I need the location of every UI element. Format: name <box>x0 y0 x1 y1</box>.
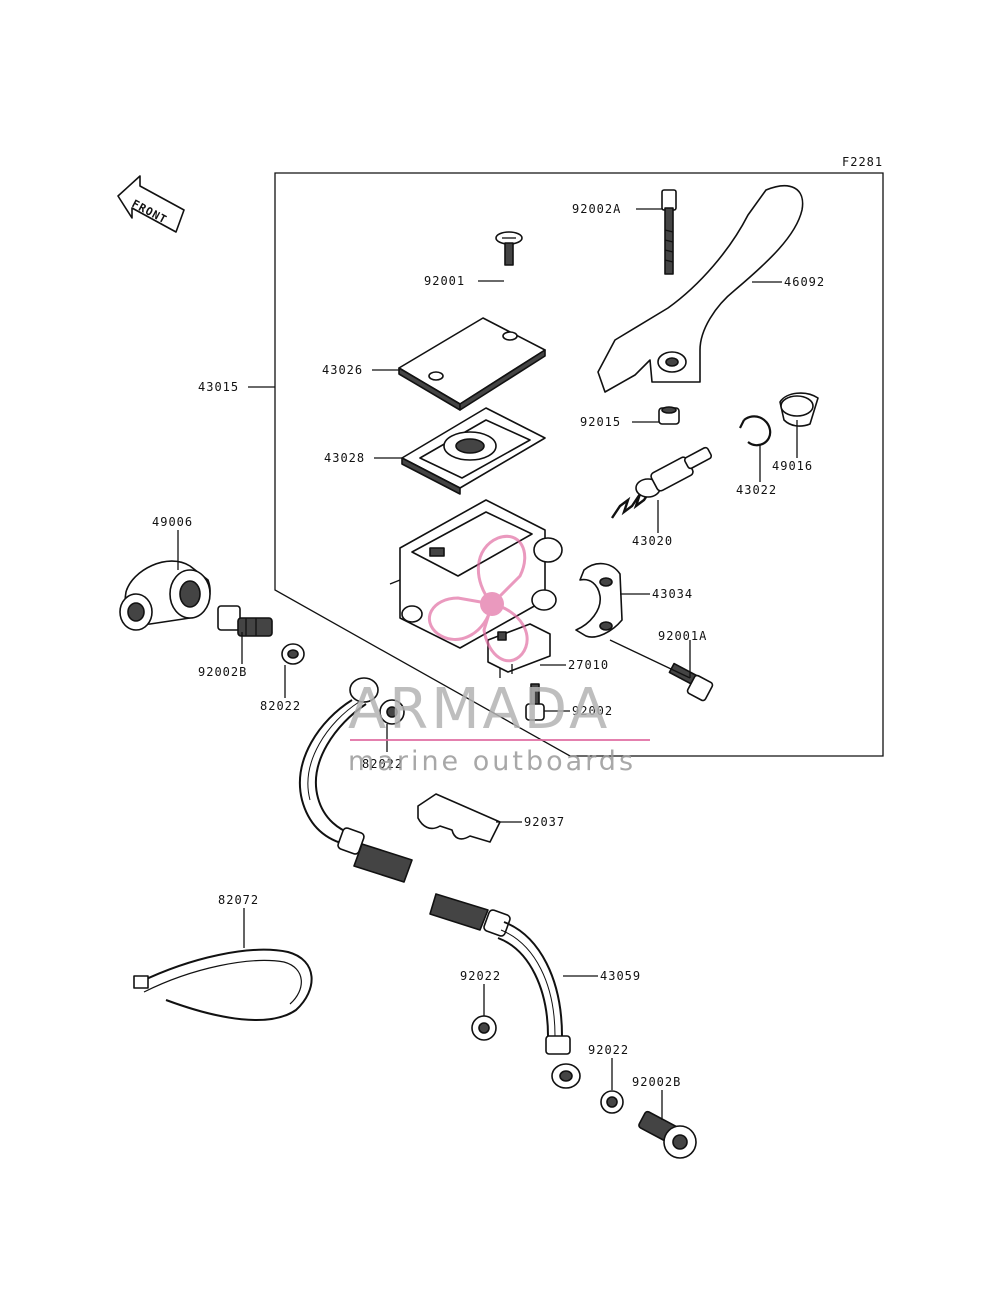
watermark-title: ARMADA <box>348 677 610 742</box>
washer-82022-mid-icon <box>379 699 405 725</box>
banjo-bolt-92002b-top-icon <box>217 605 273 637</box>
reservoir-cap-43026-icon <box>398 317 546 411</box>
boot-49016-icon <box>779 392 819 427</box>
label-49016: 49016 <box>772 459 813 473</box>
bleed-screw-92002-icon <box>525 683 545 721</box>
clamp-43034-icon <box>575 562 623 638</box>
label-92002a: 92002A <box>572 202 621 216</box>
label-82022-left: 82022 <box>260 699 301 713</box>
screw-92001-icon <box>495 231 523 266</box>
switch-27010-icon <box>487 623 551 678</box>
front-arrow-icon: FRONT <box>117 175 185 233</box>
label-43034: 43034 <box>652 587 693 601</box>
label-27010: 27010 <box>568 658 609 672</box>
label-92015: 92015 <box>580 415 621 429</box>
hose-clip-92037-icon <box>417 793 501 843</box>
brake-lever-46092-icon <box>597 185 804 393</box>
label-46092: 46092 <box>784 275 825 289</box>
assembly-frame <box>274 172 884 757</box>
label-43022: 43022 <box>736 483 777 497</box>
label-82072: 82072 <box>218 893 259 907</box>
washer-92022-right-icon <box>600 1090 624 1114</box>
cap-49006-icon <box>119 560 211 631</box>
label-92002b-top: 92002B <box>198 665 247 679</box>
circlip-43022-icon <box>739 415 772 447</box>
nut-92015-icon <box>658 406 680 425</box>
label-92022-left: 92022 <box>460 969 501 983</box>
label-92002b-bottom: 92002B <box>632 1075 681 1089</box>
master-cylinder-body-icon <box>389 499 563 649</box>
bolt-92001a-icon <box>668 662 714 702</box>
diaphragm-43028-icon <box>401 407 546 495</box>
label-82022-mid: 82022 <box>362 757 403 771</box>
washer-82022-left-icon <box>281 643 305 665</box>
bolt-92002a-icon <box>661 189 677 275</box>
label-49006: 49006 <box>152 515 193 529</box>
label-43028: 43028 <box>324 451 365 465</box>
label-43020: 43020 <box>632 534 673 548</box>
label-92001: 92001 <box>424 274 465 288</box>
label-92022-right: 92022 <box>588 1043 629 1057</box>
watermark-subtitle: marine outboards <box>348 746 636 777</box>
label-43026: 43026 <box>322 363 363 377</box>
piston-43020-icon <box>611 446 713 519</box>
label-92001a: 92001A <box>658 629 707 643</box>
watermark: ARMADA marine outboards <box>348 534 650 777</box>
figure-code: F2281 <box>842 155 883 169</box>
label-92002: 92002 <box>572 704 613 718</box>
banjo-bolt-92002b-bottom-icon <box>638 1110 697 1159</box>
label-43059: 43059 <box>600 969 641 983</box>
lower-brake-hose-icon <box>429 893 581 1089</box>
leader-lines <box>177 208 798 1120</box>
label-43015: 43015 <box>198 380 239 394</box>
label-92037: 92037 <box>524 815 565 829</box>
propeller-logo-icon <box>427 534 529 663</box>
upper-brake-hose-icon <box>299 677 413 883</box>
washer-92022-left-icon <box>471 1015 497 1041</box>
cable-tie-82072-icon <box>133 948 313 1021</box>
